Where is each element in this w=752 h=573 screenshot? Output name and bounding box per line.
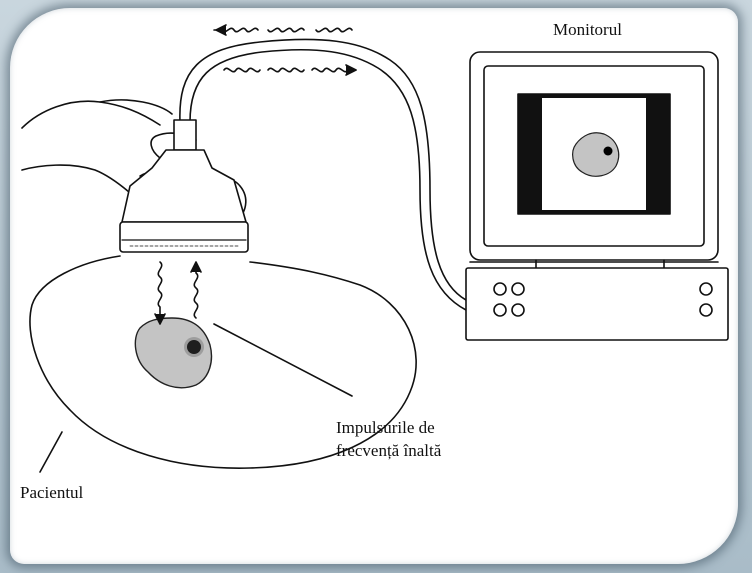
signal-wave-to-monitor: [223, 64, 357, 76]
ultrasound-probe-icon: [119, 119, 249, 253]
knob-icon: [493, 303, 507, 317]
knob-icon: [511, 282, 525, 296]
pulse-up-wave: [190, 261, 202, 319]
pulses-label-line1: Impulsurile de: [336, 418, 435, 437]
knob-icon: [493, 282, 507, 296]
patient-leader-line: [39, 431, 63, 473]
knob-icon: [699, 282, 713, 296]
pulse-down-wave: [154, 261, 166, 325]
signal-wave-to-probe: [213, 24, 353, 36]
monitor-label: Monitorul: [553, 20, 622, 39]
pulses-label-line2: frecvență înaltă: [336, 441, 442, 460]
probe-cable: [179, 38, 467, 311]
control-console: [465, 267, 729, 341]
ultrasound-diagram: [21, 24, 729, 473]
lesion-in-patient: [134, 317, 213, 389]
knob-icon: [699, 303, 713, 317]
patient-body: [29, 255, 417, 469]
diagram-card: Monitorul Impulsurile de frecvență înalt…: [10, 8, 738, 564]
lesion-on-screen: [572, 132, 620, 177]
patient-label: Pacientul: [20, 483, 84, 502]
knob-icon: [511, 303, 525, 317]
pulses-leader-line: [213, 323, 353, 397]
